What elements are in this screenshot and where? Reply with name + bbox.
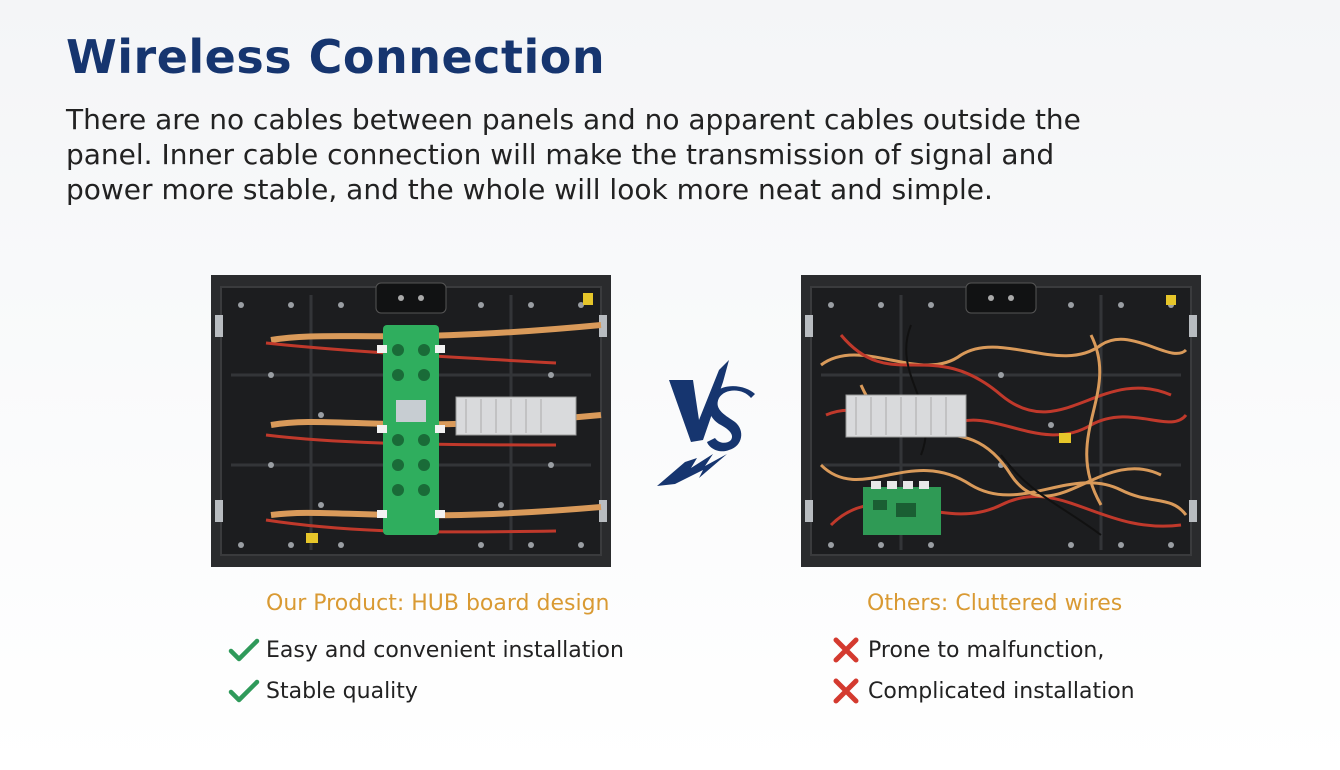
hub-board-panel-image xyxy=(211,275,611,567)
benefit-item: Easy and convenient installation xyxy=(228,636,624,664)
drawback-text: Complicated installation xyxy=(868,678,1135,704)
page-title: Wireless Connection xyxy=(66,30,606,84)
page-description: There are no cables between panels and n… xyxy=(66,103,1081,206)
drawback-item: Prone to malfunction, xyxy=(830,636,1104,664)
cross-icon xyxy=(833,678,859,704)
check-icon xyxy=(228,638,260,662)
benefit-item: Stable quality xyxy=(228,677,418,705)
our-product-caption: Our Product: HUB board design xyxy=(266,591,610,616)
others-caption: Others: Cluttered wires xyxy=(867,591,1123,616)
cluttered-wires-panel-image xyxy=(801,275,1201,567)
vs-icon xyxy=(655,350,760,490)
benefit-text: Easy and convenient installation xyxy=(266,637,624,663)
drawback-text: Prone to malfunction, xyxy=(868,637,1105,663)
benefit-text: Stable quality xyxy=(266,678,418,704)
check-icon xyxy=(228,679,260,703)
drawback-item: Complicated installation xyxy=(830,677,1135,705)
cross-icon xyxy=(833,637,859,663)
